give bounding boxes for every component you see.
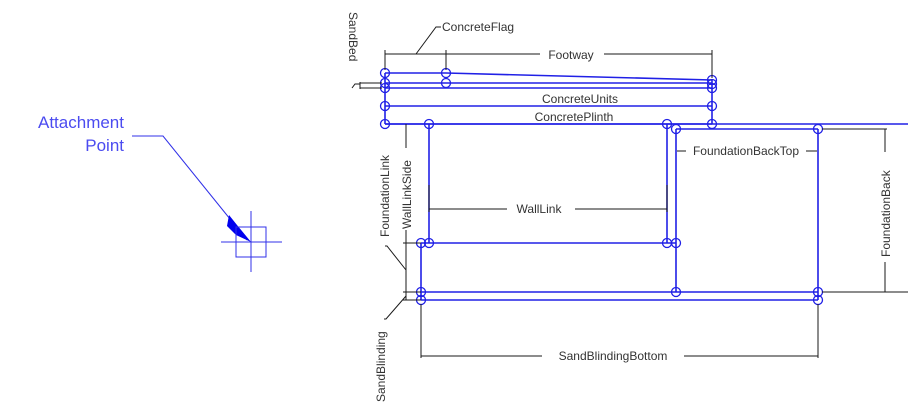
concrete-flag-leader-line bbox=[415, 26, 441, 55]
sand-blinding-bottom-label-bg bbox=[542, 347, 684, 363]
node bbox=[670, 286, 682, 298]
nodes bbox=[379, 67, 824, 306]
sand-blinding-bottom-label: SandBlindingBottom bbox=[559, 349, 668, 363]
concrete-plinth-label: ConcretePlinth bbox=[535, 110, 614, 124]
foundation-layers bbox=[420, 243, 818, 301]
sand-bed-leader-line bbox=[351, 83, 360, 89]
concrete-flag-leader: ConcreteFlag bbox=[415, 20, 514, 55]
wall-link-dimension: WallLink bbox=[428, 185, 668, 216]
sand-bed-label: SandBed bbox=[346, 12, 360, 61]
node bbox=[661, 118, 673, 130]
foundation-link-leader-line bbox=[385, 245, 407, 271]
wall-link-label-bg bbox=[507, 200, 575, 216]
node bbox=[379, 118, 391, 130]
wall-link-box bbox=[385, 123, 908, 244]
node bbox=[706, 82, 718, 94]
wall-link-side-label: WallLinkSide bbox=[400, 160, 414, 229]
footway-label-bg bbox=[540, 46, 604, 62]
node bbox=[440, 77, 452, 89]
node bbox=[670, 123, 682, 135]
attachment-label-line2: Point bbox=[85, 136, 124, 155]
node bbox=[706, 100, 718, 112]
foundation-back-top-label: FoundationBackTop bbox=[693, 144, 799, 158]
attachment-arrowhead-icon bbox=[227, 215, 251, 242]
attachment-label-line1: Attachment bbox=[38, 113, 124, 132]
attachment-point-marker: Attachment Point bbox=[38, 113, 282, 272]
wall-link-side-label-bg bbox=[398, 148, 414, 230]
attachment-leader-line bbox=[132, 135, 248, 241]
wall-link-side-dimension: WallLinkSide bbox=[398, 124, 421, 244]
foundation-back-label-bg bbox=[877, 152, 893, 262]
node bbox=[379, 100, 391, 112]
sand-blinding-label: SandBlinding bbox=[374, 331, 388, 402]
node bbox=[423, 118, 435, 130]
foundation-back-label: FoundationBack bbox=[879, 169, 893, 257]
foundation-link-dimension: FoundationLink bbox=[378, 154, 421, 293]
foundation-back-top-label-bg bbox=[686, 143, 806, 159]
footway-dimension: Footway bbox=[384, 46, 713, 78]
node bbox=[706, 78, 718, 90]
sand-blinding-bottom-dimension: SandBlindingBottom bbox=[420, 304, 819, 363]
footway-label: Footway bbox=[548, 48, 593, 62]
node bbox=[423, 237, 435, 249]
concrete-units-label: ConcreteUnits bbox=[542, 92, 618, 106]
node bbox=[706, 118, 718, 130]
foundation-back-box bbox=[675, 128, 819, 300]
foundation-back-dimension: FoundationBack bbox=[822, 128, 908, 293]
concrete-flag-top-line bbox=[385, 72, 713, 81]
sand-blinding-dimension: SandBlinding bbox=[374, 292, 421, 402]
foundation-back-top-dimension: FoundationBackTop bbox=[677, 143, 817, 159]
foundation-link-label: FoundationLink bbox=[378, 154, 392, 237]
node bbox=[670, 237, 682, 249]
sand-blinding-leader-line bbox=[384, 295, 407, 320]
sand-bed-dimension: SandBed bbox=[346, 12, 382, 89]
concrete-flag-label: ConcreteFlag bbox=[442, 20, 514, 34]
wall-link-label: WallLink bbox=[517, 202, 563, 216]
